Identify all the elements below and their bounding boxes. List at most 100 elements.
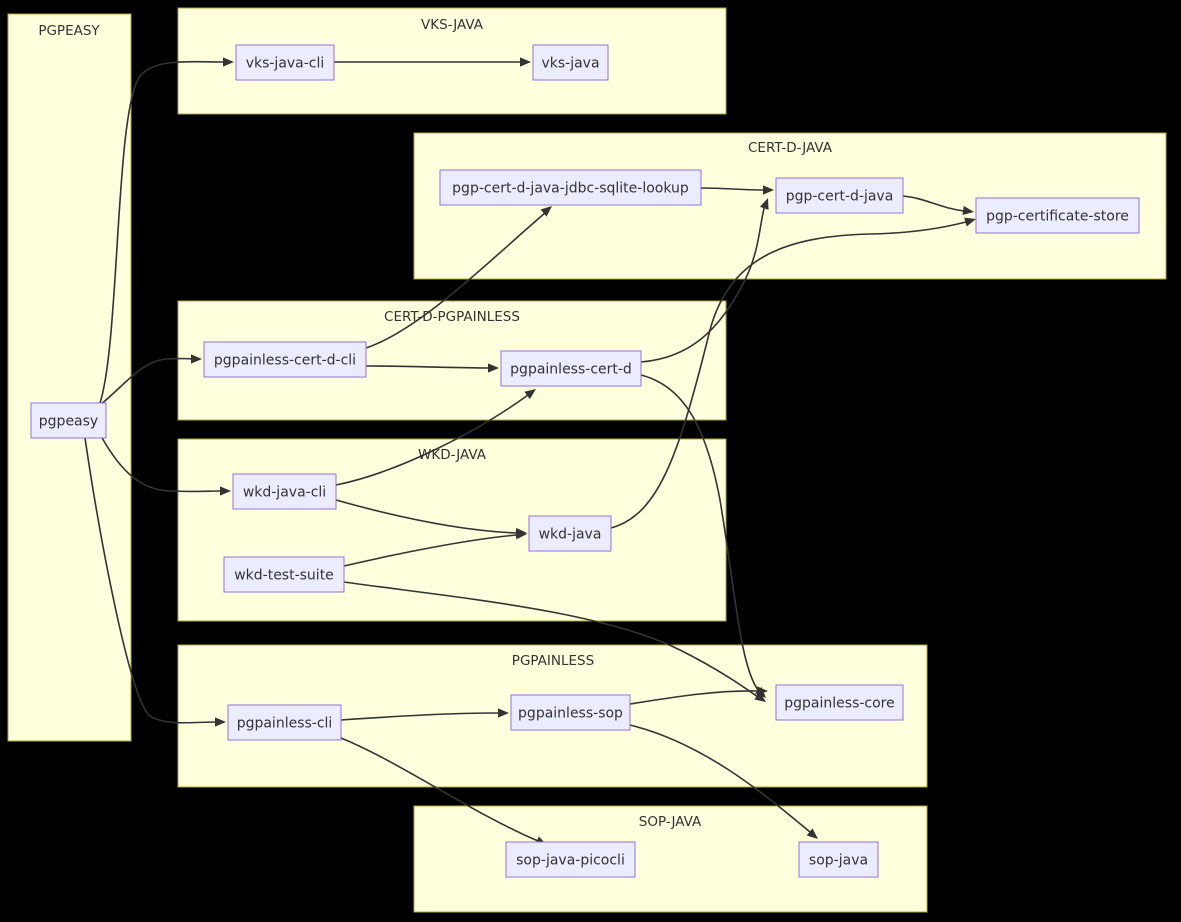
node-box[interactable] xyxy=(532,44,609,81)
node-pgpainless-cert-d[interactable]: pgpainless-cert-d xyxy=(500,350,642,387)
edge-pgpeasy-to-pgpainless-cert-d-cli xyxy=(99,354,202,406)
arrowhead-icon xyxy=(806,828,818,839)
clusters-layer: PGPEASY VKS-JAVA CERT-D-JAVA CERT-D-PGPAINL… xyxy=(7,7,1167,913)
edge-pgpeasy-to-vks-java-cli xyxy=(99,57,234,404)
cluster-box xyxy=(177,438,727,622)
node-box[interactable] xyxy=(975,197,1140,234)
node-label: wkd-test-suite xyxy=(234,568,334,584)
edge-line xyxy=(629,724,811,833)
node-label: sop-java xyxy=(809,853,868,869)
node-box[interactable] xyxy=(500,350,642,387)
node-pgpeasy[interactable]: pgpeasy xyxy=(30,402,107,439)
arrowhead-icon xyxy=(763,185,774,195)
node-label: pgpainless-cert-d xyxy=(510,362,632,378)
cluster-label: PGPAINLESS xyxy=(512,653,594,669)
cluster-label: WKD-JAVA xyxy=(418,447,487,463)
cluster-label: CERT-D-JAVA xyxy=(748,140,833,156)
node-box[interactable] xyxy=(505,841,636,878)
node-pgpainless-cert-d-cli[interactable]: pgpainless-cert-d-cli xyxy=(203,341,367,378)
node-pgp-cert-d-java-jdbc-sqlite-lookup[interactable]: pgp-cert-d-java-jdbc-sqlite-lookup xyxy=(439,169,702,206)
arrowhead-icon xyxy=(540,206,552,217)
node-label: sop-java-picocli xyxy=(516,853,625,869)
node-wkd-test-suite[interactable]: wkd-test-suite xyxy=(223,556,345,593)
edge-line xyxy=(365,365,490,369)
node-box[interactable] xyxy=(232,473,337,510)
node-box[interactable] xyxy=(227,704,342,741)
arrowhead-icon xyxy=(515,530,527,540)
edge-vks-java-cli-to-vks-java xyxy=(334,57,531,67)
node-box[interactable] xyxy=(528,515,612,552)
cluster-label: VKS-JAVA xyxy=(421,17,484,33)
edge-wkd-test-suite-to-pgpainless-core xyxy=(343,581,766,702)
node-wkd-java-cli[interactable]: wkd-java-cli xyxy=(232,473,337,510)
edge-pgpeasy-to-wkd-java-cli xyxy=(100,435,231,496)
node-pgpainless-core[interactable]: pgpainless-core xyxy=(775,684,904,721)
node-label: pgp-cert-d-java xyxy=(786,189,894,205)
node-box[interactable] xyxy=(775,177,904,214)
node-pgpainless-cli[interactable]: pgpainless-cli xyxy=(227,704,342,741)
node-box[interactable] xyxy=(30,402,107,439)
arrowhead-icon xyxy=(215,717,226,727)
node-pgpainless-sop[interactable]: pgpainless-sop xyxy=(510,694,631,731)
cluster-label: CERT-D-PGPAINLESS xyxy=(384,309,520,325)
cluster-wkd-java: WKD-JAVA xyxy=(177,438,727,622)
arrowhead-icon xyxy=(498,708,509,718)
node-box[interactable] xyxy=(510,694,631,731)
node-box[interactable] xyxy=(223,556,345,593)
node-label: wkd-java-cli xyxy=(243,485,326,501)
arrowhead-icon xyxy=(488,363,499,373)
edge-line xyxy=(340,712,500,721)
node-sop-java-picocli[interactable]: sop-java-picocli xyxy=(505,841,636,878)
arrowhead-icon xyxy=(759,198,769,210)
cluster-label: SOP-JAVA xyxy=(639,814,702,830)
node-box[interactable] xyxy=(439,169,702,206)
edge-line xyxy=(340,737,539,842)
node-box[interactable] xyxy=(235,44,335,81)
node-label: vks-java-cli xyxy=(246,56,325,72)
edge-line xyxy=(343,534,518,567)
edge-line xyxy=(640,374,759,691)
edge-pgp-cert-d-java-jdbc-sqlite-lookup-to-pgp-cert-d-java xyxy=(700,185,774,195)
edge-line xyxy=(335,499,518,534)
edge-pgpainless-cli-to-pgpainless-sop xyxy=(340,708,509,721)
node-label: pgpainless-core xyxy=(784,696,894,712)
node-label: pgp-certificate-store xyxy=(986,209,1129,225)
node-box[interactable] xyxy=(775,684,904,721)
edge-line xyxy=(100,435,222,493)
edge-line xyxy=(700,187,765,191)
edge-pgpainless-cert-d-cli-to-pgpainless-cert-d xyxy=(365,363,499,373)
edge-line xyxy=(610,221,967,529)
edge-line xyxy=(335,394,529,486)
edge-pgpainless-cert-d-cli-to-pgp-cert-d-java-jdbc-sqlite-lookup xyxy=(365,206,552,349)
node-label: pgpainless-sop xyxy=(518,706,623,722)
cluster-pgpeasy: PGPEASY xyxy=(7,13,132,742)
node-pgp-certificate-store[interactable]: pgp-certificate-store xyxy=(975,197,1140,234)
node-sop-java[interactable]: sop-java xyxy=(798,841,879,878)
edge-wkd-java-cli-to-pgpainless-cert-d xyxy=(335,389,536,486)
arrowhead-icon xyxy=(223,57,234,67)
cluster-box xyxy=(7,13,132,742)
edge-line xyxy=(99,60,225,404)
edge-line xyxy=(84,437,217,724)
node-wkd-java[interactable]: wkd-java xyxy=(528,515,612,552)
edge-line xyxy=(343,581,759,698)
arrowhead-icon xyxy=(191,354,202,364)
edge-line xyxy=(640,204,766,363)
arrowhead-icon xyxy=(962,205,974,216)
arrowhead-icon xyxy=(220,486,231,496)
edge-line xyxy=(902,195,965,212)
node-pgp-cert-d-java[interactable]: pgp-cert-d-java xyxy=(775,177,904,214)
edge-pgp-cert-d-java-to-pgp-certificate-store xyxy=(902,195,974,216)
arrowhead-icon xyxy=(754,691,766,702)
node-box[interactable] xyxy=(203,341,367,378)
node-label: pgpainless-cli xyxy=(237,716,333,732)
node-vks-java-cli[interactable]: vks-java-cli xyxy=(235,44,335,81)
edge-pgpainless-sop-to-pgpainless-core xyxy=(629,686,768,705)
edge-line xyxy=(629,690,759,705)
node-label: vks-java xyxy=(541,56,599,72)
node-vks-java[interactable]: vks-java xyxy=(532,44,609,81)
edge-line xyxy=(365,212,546,349)
node-box[interactable] xyxy=(798,841,879,878)
node-label: pgpainless-cert-d-cli xyxy=(214,353,356,369)
